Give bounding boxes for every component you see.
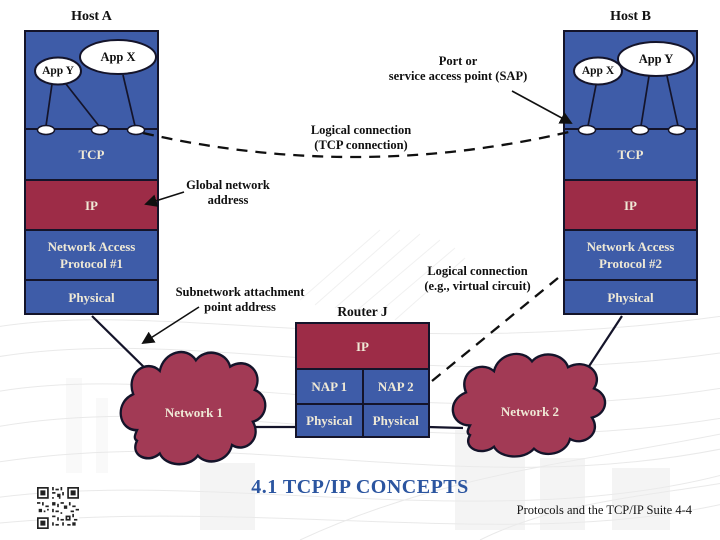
tcp-connection-line2: (TCP connection) bbox=[314, 137, 408, 152]
host-b-app-x-label: App X bbox=[581, 65, 615, 77]
router-nap2-cell: NAP 2 bbox=[361, 370, 428, 403]
host-b-app-y-label: App Y bbox=[638, 51, 674, 66]
host-b-sap-2 bbox=[630, 124, 650, 136]
virtual-circuit-annotation: Logical connection (e.g., virtual circui… bbox=[405, 264, 550, 293]
virtual-circuit-line2: (e.g., virtual circuit) bbox=[424, 278, 531, 293]
virtual-circuit-line1: Logical connection bbox=[427, 264, 528, 278]
hostb-appy-port3-line bbox=[666, 75, 679, 127]
host-b-tcp-label: TCP bbox=[617, 147, 644, 162]
hosta-appy-port1-line bbox=[45, 83, 53, 127]
host-a-sap-2 bbox=[90, 124, 110, 136]
host-a-tcp-layer: TCP bbox=[26, 128, 157, 179]
hosta-appx-port3-line bbox=[122, 74, 136, 127]
router-nap2-label: NAP 2 bbox=[377, 378, 414, 394]
host-b-sap-3 bbox=[667, 124, 687, 136]
host-b-nap-label-line1: Network Access bbox=[586, 239, 675, 254]
sap-annotation: Port or service access point (SAP) bbox=[373, 54, 543, 83]
global-address-line1: Global network bbox=[186, 178, 270, 192]
subnet-address-line1: Subnetwork attachment bbox=[175, 285, 305, 299]
slide-title: 4.1 TCP/IP CONCEPTS bbox=[251, 476, 469, 498]
host-b-app-y-ellipse bbox=[617, 41, 695, 77]
subnet-address-line2: point address bbox=[204, 299, 276, 314]
router-nap1-label: NAP 1 bbox=[311, 378, 348, 394]
host-a-ip-label: IP bbox=[85, 197, 98, 213]
host-a-app-y-ellipse bbox=[34, 56, 82, 86]
router-physical2-label: Physical bbox=[372, 412, 419, 428]
router-ip-label: IP bbox=[356, 338, 369, 354]
host-a-nap-label-line1: Network Access bbox=[47, 239, 136, 254]
host-a-name: Host A bbox=[71, 9, 112, 24]
tcp-connection-line1: Logical connection bbox=[310, 123, 412, 137]
sap-annotation-line1: Port or bbox=[438, 54, 478, 68]
host-a-physical-label: Physical bbox=[68, 289, 115, 305]
network-1-label: Network 1 bbox=[164, 405, 224, 420]
host-a-sap-1 bbox=[36, 124, 56, 136]
host-a-app-y-label: App Y bbox=[42, 65, 74, 77]
router-j-name: Router J bbox=[337, 304, 388, 319]
host-b-sap-1 bbox=[577, 124, 597, 136]
link-hosta-network1 bbox=[91, 315, 153, 376]
tcp-connection-annotation: Logical connection (TCP connection) bbox=[290, 123, 432, 152]
hostb-appx-port1-line bbox=[587, 84, 597, 127]
host-b-app-x-ellipse bbox=[573, 56, 623, 86]
global-address-line2: address bbox=[207, 192, 249, 207]
host-a-tcp-label: TCP bbox=[78, 147, 105, 162]
sap-annotation-line2: service access point (SAP) bbox=[388, 68, 528, 83]
router-j-stack: IP NAP 1 NAP 2 Physical Physical bbox=[295, 322, 430, 438]
host-b-ip-layer: IP bbox=[565, 179, 696, 229]
network-2-label: Network 2 bbox=[500, 404, 560, 419]
arrow-subnetwork-attachment-point bbox=[141, 306, 200, 345]
host-a-physical-layer: Physical bbox=[26, 279, 157, 313]
host-a-nap-layer: Network Access Protocol #1 bbox=[26, 229, 157, 279]
router-physical-row: Physical Physical bbox=[297, 403, 428, 436]
router-physical1-label: Physical bbox=[306, 412, 353, 428]
hostb-appy-port2-line bbox=[640, 75, 650, 127]
arrow-global-network-address bbox=[144, 191, 185, 207]
tcp-logical-connection-dashed-line bbox=[142, 129, 574, 159]
subnet-address-annotation: Subnetwork attachment point address bbox=[165, 285, 315, 314]
host-b-nap-layer: Network Access Protocol #2 bbox=[565, 229, 696, 279]
slide-footer: Protocols and the TCP/IP Suite 4-4 bbox=[516, 503, 692, 517]
host-a-app-x-label: App X bbox=[100, 49, 136, 64]
global-address-annotation: Global network address bbox=[170, 178, 286, 207]
arrow-sap bbox=[511, 90, 573, 124]
host-a-nap-label-line2: Protocol #1 bbox=[60, 256, 123, 271]
router-physical1-cell: Physical bbox=[297, 405, 362, 436]
host-b-ip-label: IP bbox=[624, 197, 637, 213]
router-ip-layer: IP bbox=[297, 324, 428, 368]
host-b-physical-layer: Physical bbox=[565, 279, 696, 313]
host-a-ip-layer: IP bbox=[26, 179, 157, 229]
hosta-appy-port2-line bbox=[65, 83, 100, 127]
router-nap-row: NAP 1 NAP 2 bbox=[297, 368, 428, 403]
qr-code bbox=[37, 487, 79, 529]
virtual-circuit-dashed-line bbox=[431, 277, 559, 382]
host-b-name: Host B bbox=[610, 9, 651, 24]
router-physical2-cell: Physical bbox=[361, 405, 428, 436]
link-router-network2 bbox=[427, 425, 464, 430]
host-b-nap-label-line2: Protocol #2 bbox=[599, 256, 662, 271]
host-b-physical-label: Physical bbox=[607, 289, 654, 305]
router-nap1-cell: NAP 1 bbox=[297, 370, 362, 403]
host-a-app-x-ellipse bbox=[79, 39, 157, 75]
host-a-sap-3 bbox=[126, 124, 146, 136]
host-b-tcp-layer: TCP bbox=[565, 128, 696, 179]
